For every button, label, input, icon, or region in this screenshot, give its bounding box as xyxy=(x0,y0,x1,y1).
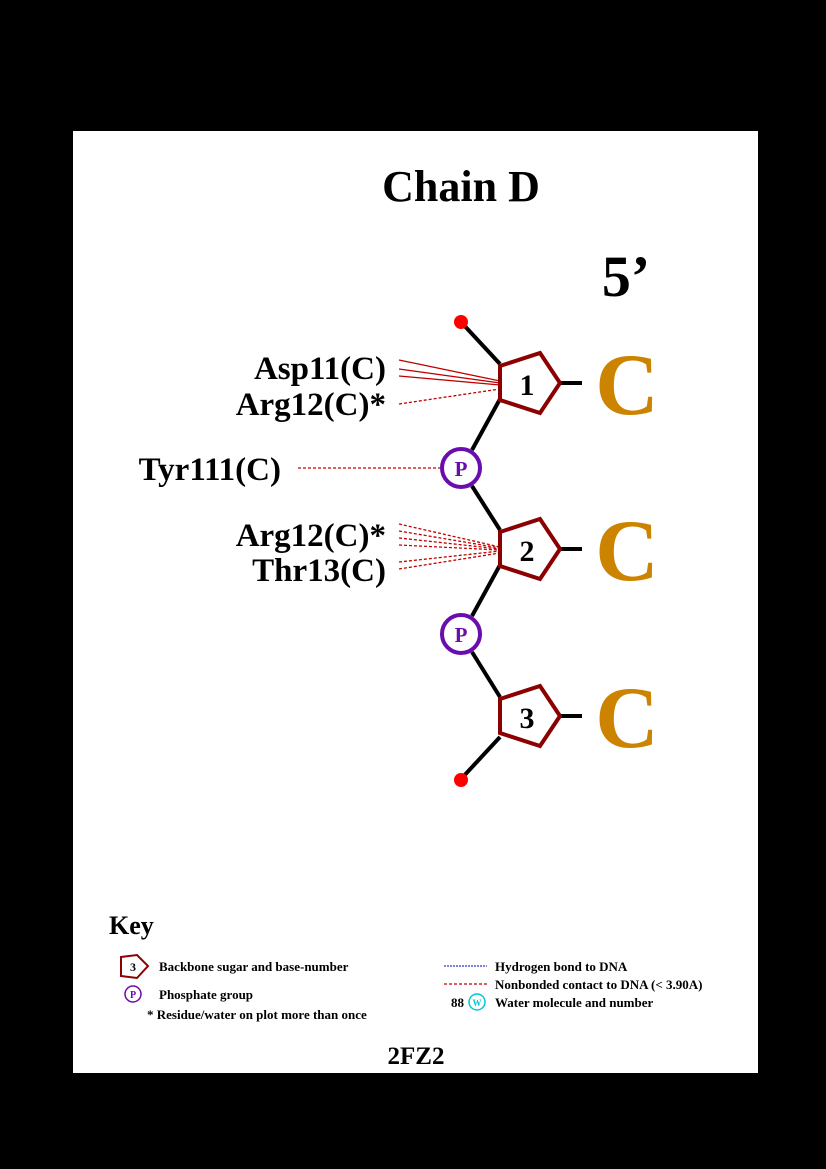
pdb-code: 2FZ2 xyxy=(388,1043,445,1070)
sugar-3: 3 xyxy=(498,683,563,749)
sugar-pentagon-icon xyxy=(120,953,150,980)
key-sugar-label: Backbone sugar and base-number xyxy=(159,959,349,974)
contact-line xyxy=(398,359,501,382)
contact-line xyxy=(398,552,501,570)
contact-line xyxy=(398,388,501,405)
sugar-pentagon-icon xyxy=(498,516,563,582)
key-water-number: 88 xyxy=(451,995,465,1010)
sugar-number: 3 xyxy=(520,702,535,735)
contact-line xyxy=(398,368,501,384)
key-phosphate-label: Phosphate group xyxy=(159,987,253,1002)
legend-key: Key 3 Backbone sugar and base-number P P… xyxy=(109,911,702,1022)
water-icon xyxy=(468,993,486,1011)
phosphate-2: P xyxy=(440,613,482,655)
sugar-pentagon-icon xyxy=(498,350,563,416)
contact-line xyxy=(398,550,501,563)
residue-label: Arg12(C)* xyxy=(236,518,386,554)
key-nonbonded-label: Nonbonded contact to DNA (< 3.90A) xyxy=(495,977,702,992)
backbone-bond-p2-s3 xyxy=(470,650,502,699)
key-hbond-label: Hydrogen bond to DNA xyxy=(495,959,628,974)
key-repeat-note: * Residue/water on plot more than once xyxy=(147,1007,367,1022)
contact-line xyxy=(398,544,501,551)
base-letter: C xyxy=(595,337,659,434)
phosphate-letter: P xyxy=(455,457,468,481)
key-water-label: Water molecule and number xyxy=(495,995,654,1010)
key-title: Key xyxy=(109,911,154,940)
base-letter: C xyxy=(595,670,659,767)
sugar-2: 2 xyxy=(498,516,563,582)
contact-line xyxy=(398,375,501,386)
backbone-bond-s2-p2 xyxy=(470,564,502,617)
phosphate-icon xyxy=(124,985,142,1003)
residue-label: Asp11(C) xyxy=(254,351,386,387)
backbone-bond-3prime xyxy=(459,735,502,781)
sugar-number: 1 xyxy=(520,369,535,402)
five-prime-label: 5’ xyxy=(602,244,650,309)
phosphate-1: P xyxy=(440,447,482,489)
backbone xyxy=(459,320,582,781)
contact-line xyxy=(398,523,501,548)
contact-lines xyxy=(298,359,501,570)
phosphate-icon xyxy=(440,613,482,655)
diagram-panel xyxy=(73,131,758,1073)
residue-label: Arg12(C)* xyxy=(236,387,386,423)
sugar-1: 1 xyxy=(498,350,563,416)
key-water-letter: W xyxy=(473,998,482,1008)
phosphate-icon xyxy=(440,447,482,489)
phosphate-letter: P xyxy=(455,623,468,647)
sugar-number: 2 xyxy=(520,535,535,568)
residue-label: Thr13(C) xyxy=(252,553,386,589)
backbone-bond-5prime xyxy=(459,320,502,366)
contact-line xyxy=(398,530,501,549)
contact-line xyxy=(398,537,501,550)
backbone-bond-p1-s2 xyxy=(470,484,502,532)
chain-title: Chain D xyxy=(382,162,540,211)
terminal-atom-3prime xyxy=(454,773,468,787)
terminal-atom-5prime xyxy=(454,315,468,329)
sugar-pentagon-icon xyxy=(498,683,563,749)
base-letter: C xyxy=(595,503,659,600)
key-sugar-number: 3 xyxy=(130,960,136,974)
backbone-bond-s1-p1 xyxy=(470,398,502,451)
residue-labels: Asp11(C) Arg12(C)* Tyr111(C) Arg12(C)* T… xyxy=(139,351,386,589)
key-phosphate-letter: P xyxy=(130,990,136,1001)
residue-label: Tyr111(C) xyxy=(139,452,281,488)
